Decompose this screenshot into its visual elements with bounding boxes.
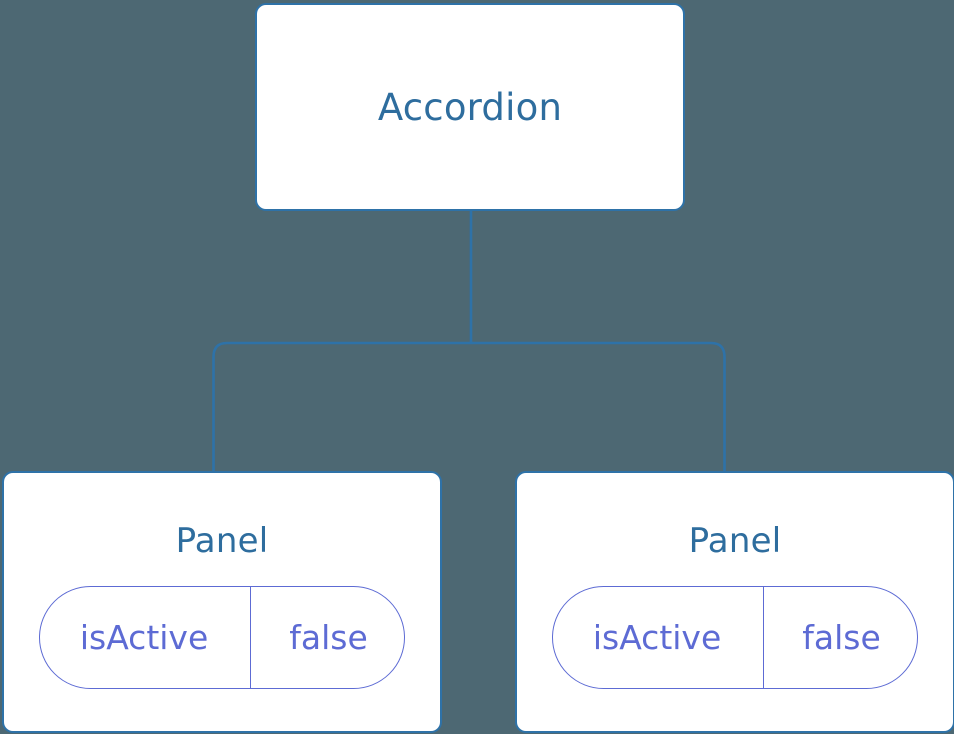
state-pill[interactable]: isActive false bbox=[552, 586, 918, 689]
state-key: isActive bbox=[553, 587, 765, 688]
node-panel-1[interactable]: Panel isActive false bbox=[2, 471, 442, 733]
node-accordion[interactable]: Accordion bbox=[255, 3, 685, 211]
node-label: Panel bbox=[688, 521, 782, 561]
state-value: false bbox=[289, 618, 368, 657]
node-panel-2[interactable]: Panel isActive false bbox=[515, 471, 954, 733]
state-key: isActive bbox=[40, 587, 252, 688]
edge-to-panel-right bbox=[471, 341, 726, 474]
node-label: Panel bbox=[175, 521, 269, 561]
state-value: false bbox=[802, 618, 881, 657]
state-pill[interactable]: isActive false bbox=[39, 586, 405, 689]
node-label: Accordion bbox=[377, 85, 563, 129]
edge-to-panel-left bbox=[212, 341, 471, 474]
